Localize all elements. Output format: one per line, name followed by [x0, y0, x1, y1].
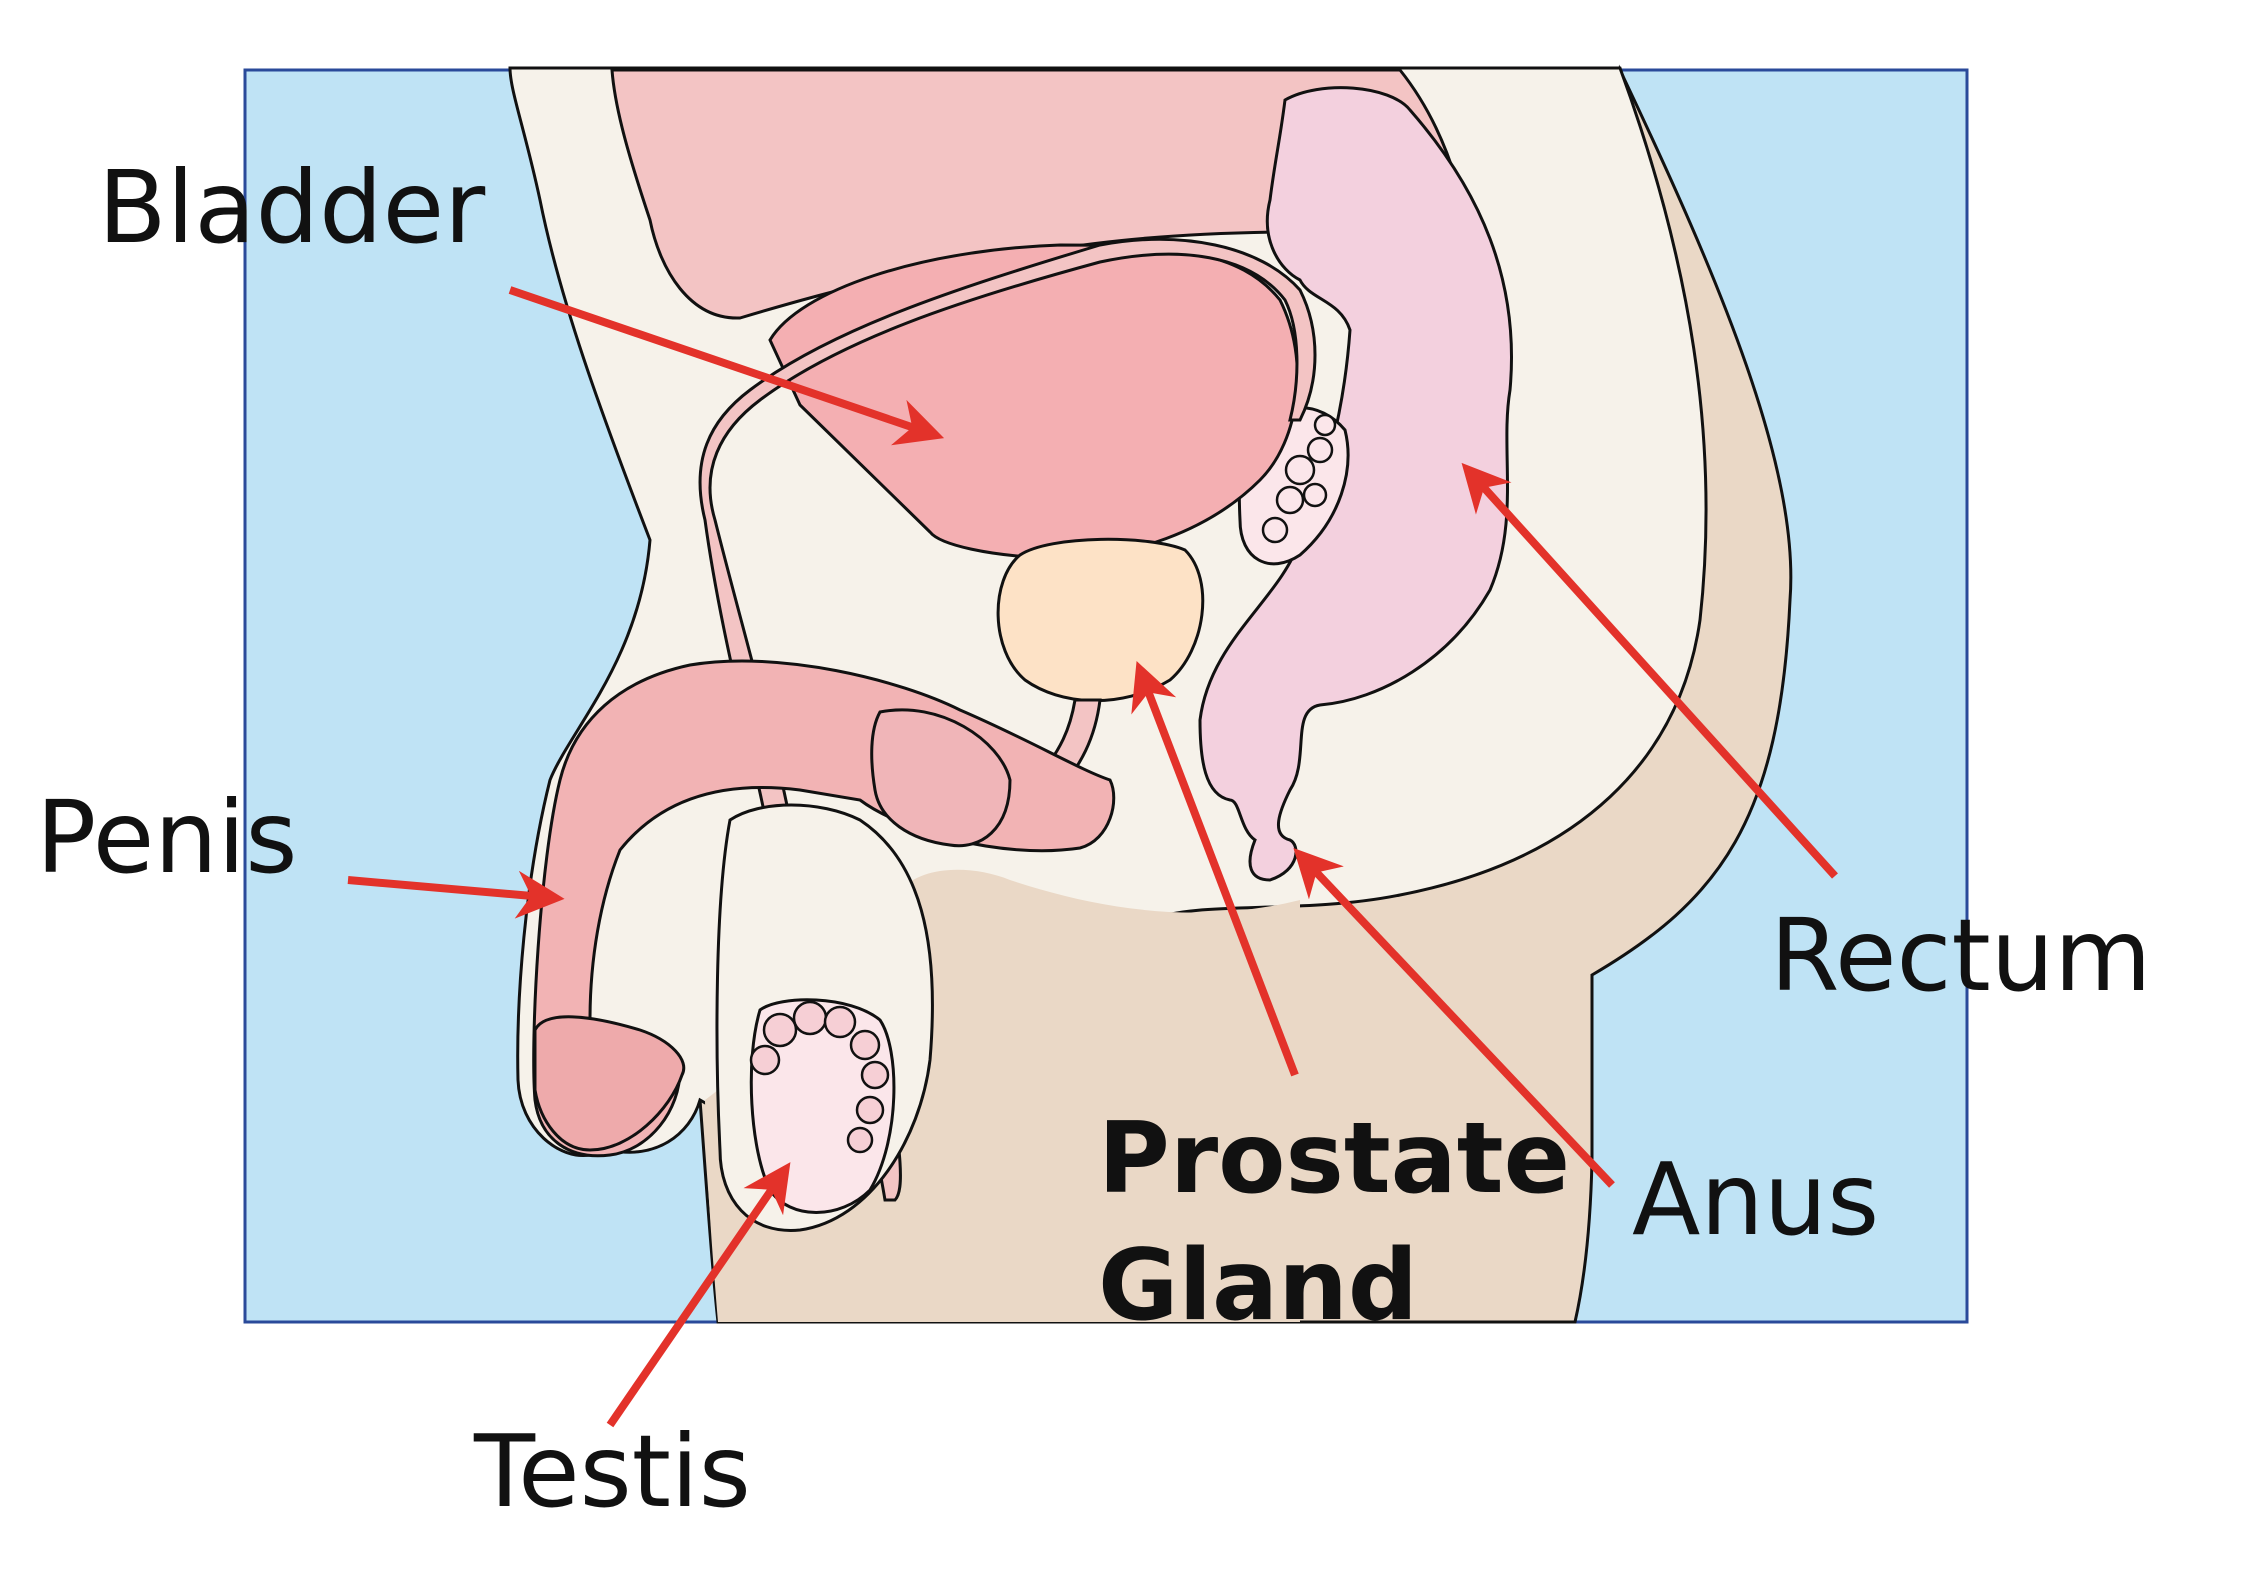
arrow-testis [606, 1162, 791, 1428]
rectum [1198, 86, 1514, 882]
label-anus: Anus [1632, 1141, 1880, 1258]
arrow-rectum [1461, 462, 1838, 879]
label-prostate-gland: Prostate Gland [1098, 1096, 1598, 1351]
arrow-penis [347, 870, 565, 919]
label-testis: Testis [474, 1413, 751, 1530]
label-bladder: Bladder [98, 149, 486, 266]
label-prostate-line2: Gland [1098, 1229, 1419, 1344]
label-rectum: Rectum [1770, 897, 2152, 1014]
corpus-spongiosum [870, 708, 1012, 848]
arrow-prostate [1131, 661, 1299, 1077]
label-penis: Penis [36, 779, 298, 896]
penis-glans [533, 1015, 686, 1152]
arrow-bladder [508, 286, 945, 446]
prostate [996, 537, 1205, 703]
epididymis [749, 1000, 890, 1154]
label-prostate-line1: Prostate [1098, 1102, 1571, 1216]
arrow-anus [1293, 848, 1615, 1188]
